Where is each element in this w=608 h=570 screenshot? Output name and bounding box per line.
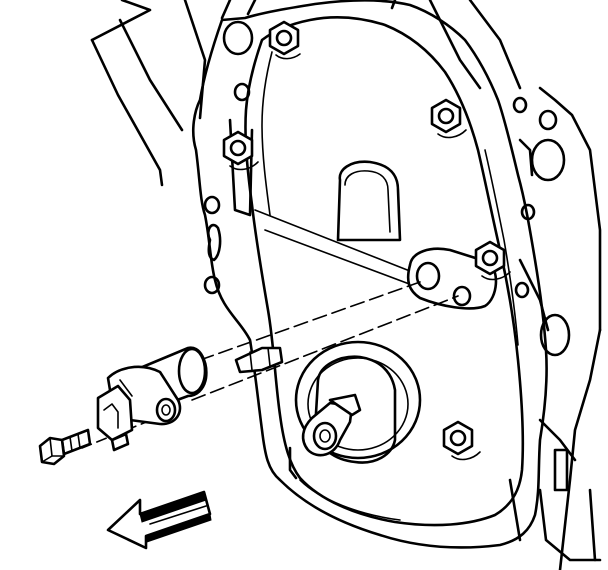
cover-bolt-5 bbox=[442, 420, 481, 461]
cover-bolts bbox=[222, 20, 511, 461]
cover-bolt-4 bbox=[474, 240, 511, 281]
crankshaft-position-sensor bbox=[96, 346, 284, 452]
sensor-mounting-bolt bbox=[38, 428, 92, 466]
cover-bolt-1 bbox=[268, 20, 301, 60]
front-timing-cover bbox=[192, 0, 558, 549]
cover-bolt-2 bbox=[430, 98, 467, 139]
cover-bolt-3 bbox=[222, 130, 259, 171]
engine-block bbox=[90, 0, 602, 570]
removal-direction-arrow bbox=[106, 490, 212, 550]
